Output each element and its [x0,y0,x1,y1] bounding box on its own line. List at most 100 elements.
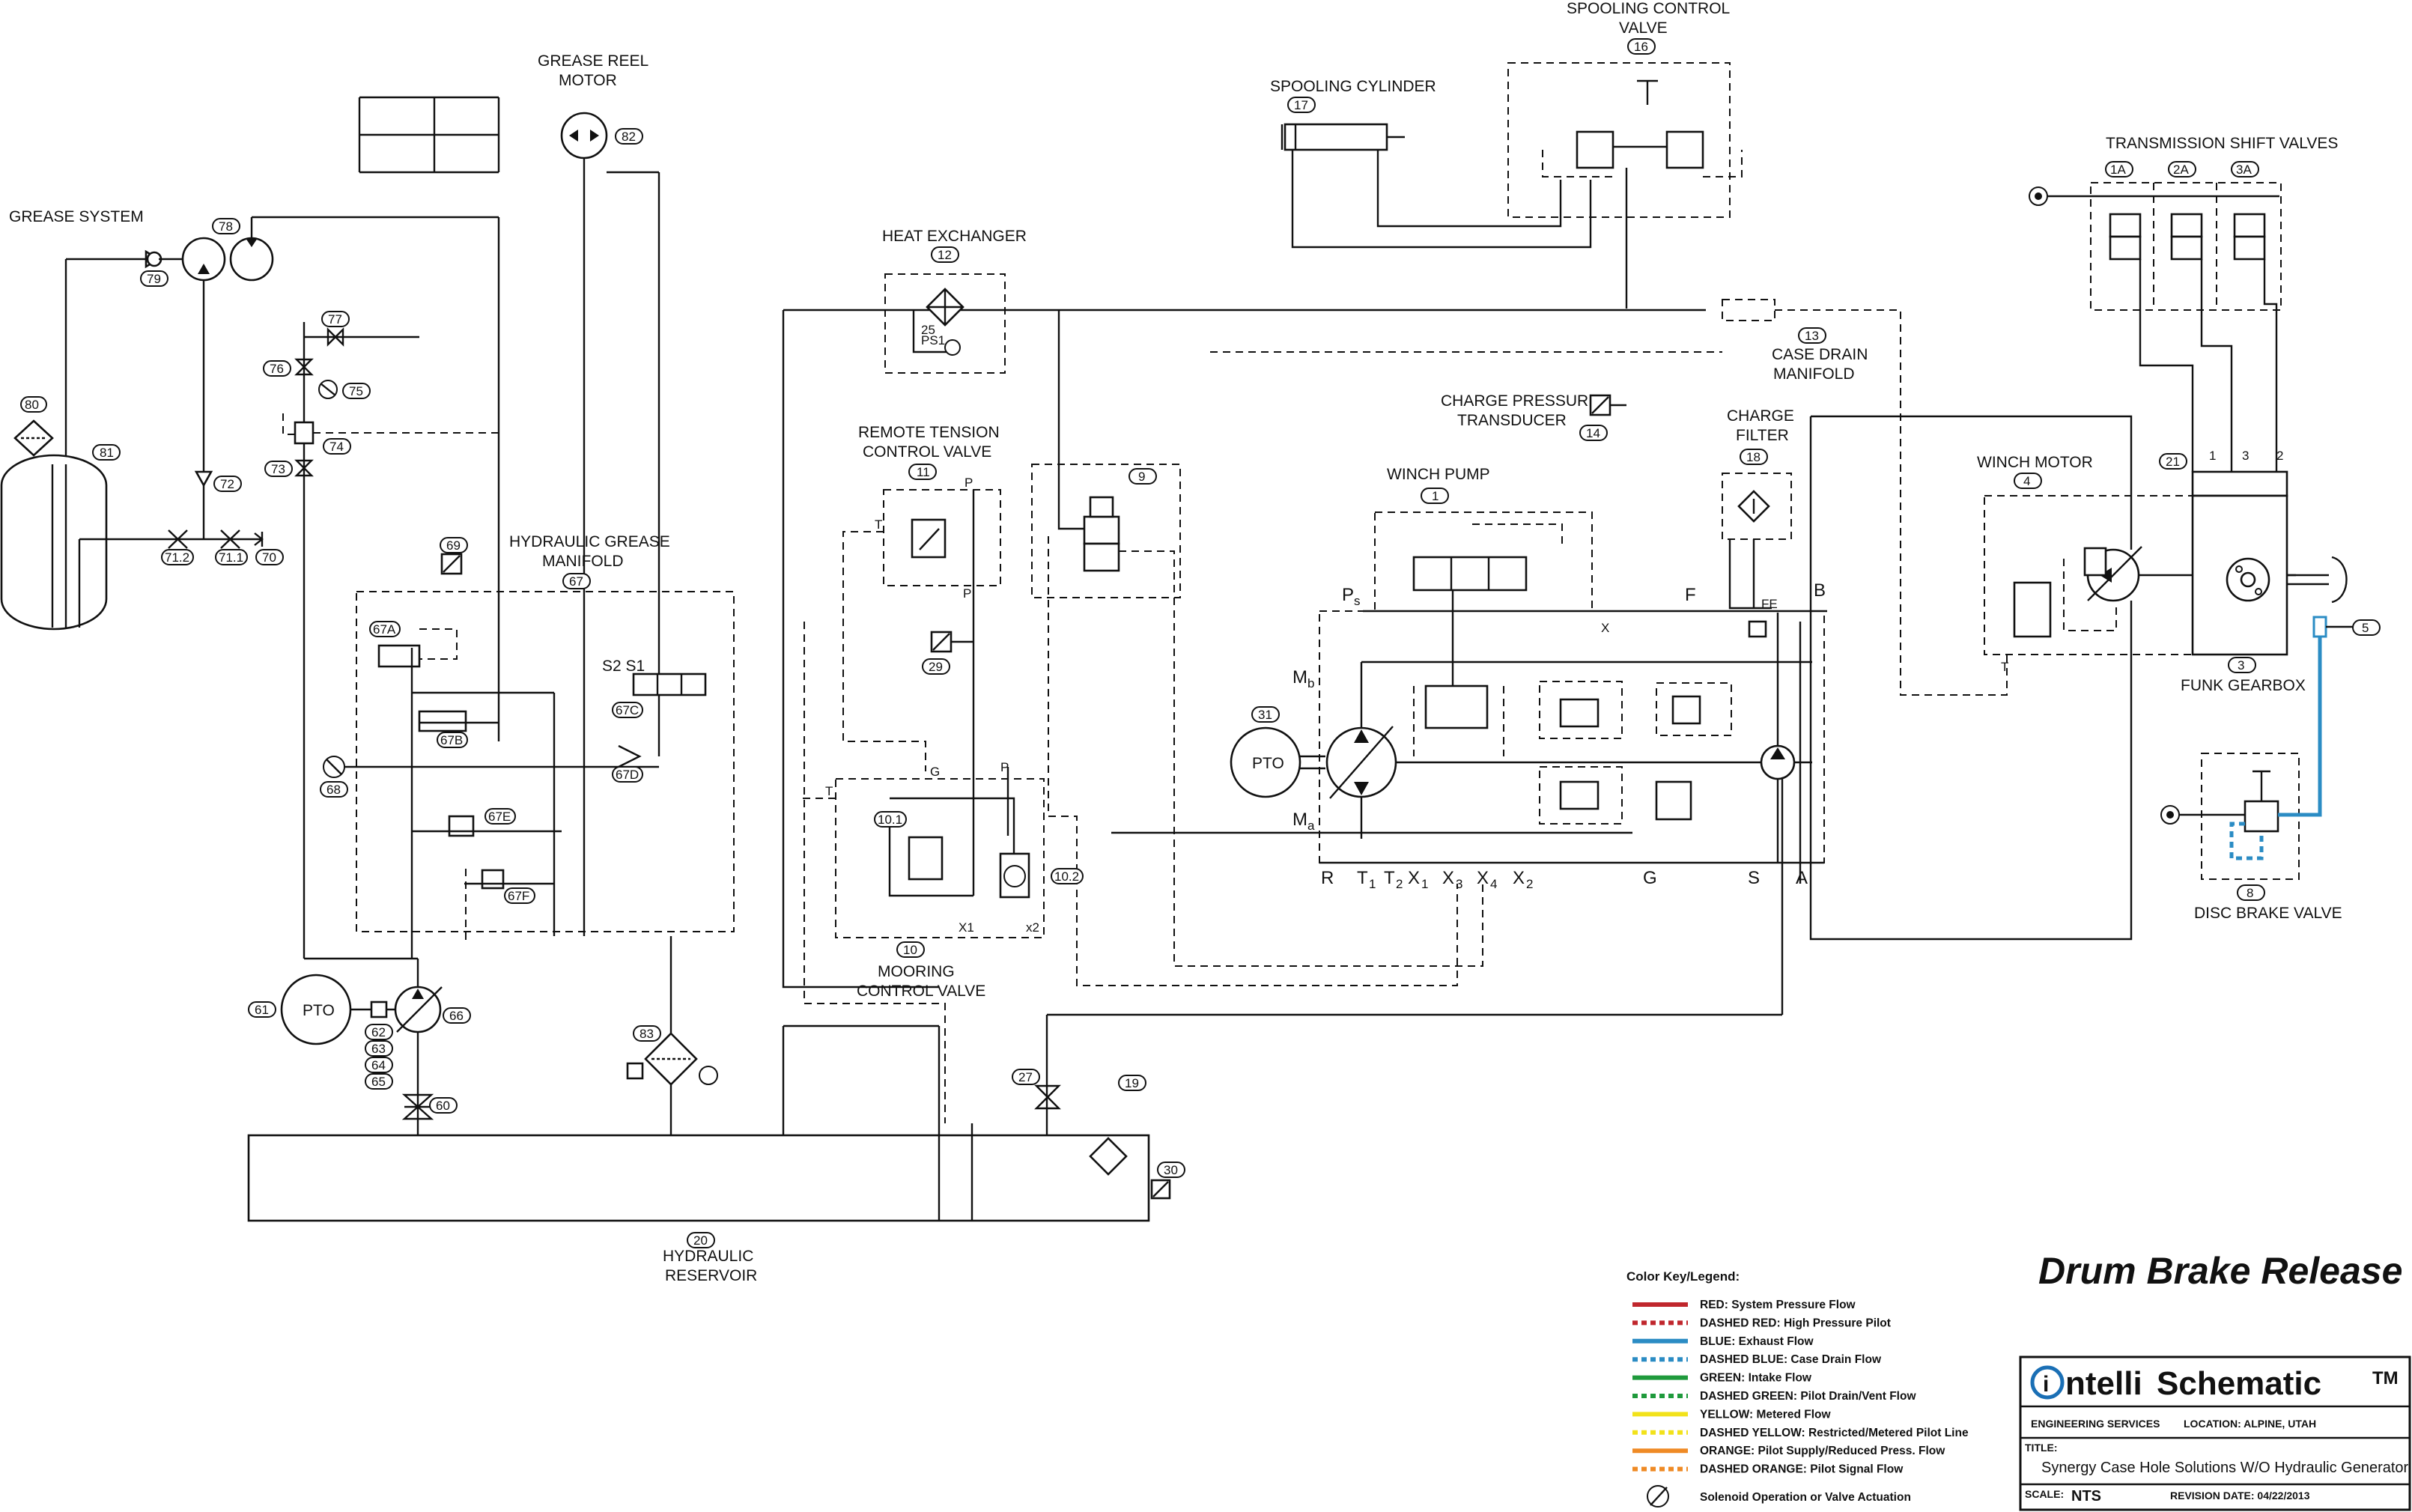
svg-text:13: 13 [1805,329,1819,343]
svg-text:30: 30 [1164,1163,1178,1177]
svg-text:WINCH PUMP: WINCH PUMP [1387,466,1490,483]
svg-text:T: T [1357,868,1368,888]
svg-text:X: X [1408,868,1420,888]
legend-item-text: DASHED BLUE: Case Drain Flow [1700,1353,1882,1366]
svg-text:MANIFOLD: MANIFOLD [1773,365,1855,383]
legend-solenoid-text: Solenoid Operation or Valve Actuation [1700,1491,1911,1504]
brake-5 [2312,616,2327,638]
svg-text:79: 79 [147,272,161,286]
legend-item-text: DASHED ORANGE: Pilot Signal Flow [1700,1463,1904,1476]
svg-text:73: 73 [271,462,285,476]
engineering-services: ENGINEERING SERVICES [2031,1418,2160,1430]
winch-pump-valve-1 [1412,556,1528,592]
remote-tension-control-valve: REMOTE TENSION CONTROL VALVE [842,424,1001,896]
brand-logo-icon [2030,1365,2065,1400]
revision-date: REVISION DATE: 04/22/2013 [2170,1490,2310,1502]
svg-text:FILTER: FILTER [1736,427,1789,444]
svg-text:75: 75 [349,384,363,398]
svg-text:1: 1 [1421,877,1428,891]
svg-text:65: 65 [371,1075,386,1089]
svg-text:3A: 3A [2236,163,2252,177]
svg-text:81: 81 [100,446,114,460]
svg-text:G: G [930,765,940,779]
scale-value: NTS [2071,1488,2101,1505]
spooling-control-valve: SPOOLING CONTROL VALVE [1507,0,1743,309]
heat-exchanger: HEAT EXCHANGER 25 PS1 [882,228,1027,374]
tag-balloons: 80 81 79 78 77 76 75 74 73 72 71.2 71.1 … [20,38,2381,1248]
svg-text:27: 27 [1018,1070,1033,1084]
svg-text:HYDRAULIC: HYDRAULIC [663,1248,753,1265]
svg-text:63: 63 [371,1042,386,1056]
svg-text:77: 77 [328,312,342,327]
svg-text:A: A [1796,868,1808,888]
svg-text:82: 82 [622,130,636,144]
svg-text:P: P [1000,760,1009,774]
svg-text:VALVE: VALVE [1619,19,1668,37]
legend-item-text: GREEN: Intake Flow [1700,1372,1812,1385]
grease-system-label: GREASE SYSTEM [9,208,144,225]
svg-text:71.2: 71.2 [165,550,189,565]
charge-filter: CHARGE FILTER [1722,407,1794,610]
reservoir-20 [247,1134,1150,1222]
svg-text:21: 21 [2166,455,2180,469]
svg-text:1: 1 [2209,449,2216,463]
svg-text:5: 5 [2362,621,2369,635]
svg-text:8: 8 [2247,886,2253,900]
svg-text:71.1: 71.1 [219,550,243,565]
transmission-shift-valves: TRANSMISSION SHIFT VALVES 1 3 2 [2029,135,2338,472]
svg-text:CONTROL VALVE: CONTROL VALVE [857,983,985,1000]
legend-item-text: DASHED GREEN: Pilot Drain/Vent Flow [1700,1390,1916,1403]
svg-text:MOTOR: MOTOR [559,72,617,89]
svg-text:X1: X1 [959,920,974,935]
svg-text:64: 64 [371,1058,386,1072]
svg-text:3: 3 [2242,449,2249,463]
svg-text:11: 11 [917,465,930,479]
svg-text:TRANSDUCER: TRANSDUCER [1457,412,1567,429]
svg-text:67E: 67E [488,810,511,824]
brake-valve-8 [2244,800,2279,833]
svg-text:PTO: PTO [1252,755,1284,772]
svg-text:17: 17 [1294,98,1308,112]
winch-pump: WINCH PUMP [1363,466,1827,711]
svg-text:74: 74 [329,440,344,454]
relief-valve-10-1 [908,836,944,881]
svg-text:67: 67 [569,574,583,589]
svg-text:68: 68 [326,783,341,797]
svg-text:18: 18 [1746,450,1761,464]
svg-text:16: 16 [1634,40,1648,54]
svg-text:P: P [1342,585,1354,605]
svg-text:HEAT EXCHANGER: HEAT EXCHANGER [882,228,1027,245]
relief-valve-11 [911,518,947,559]
legend-title: Color Key/Legend: [1626,1269,1740,1284]
svg-text:DISC BRAKE VALVE: DISC BRAKE VALVE [2194,905,2342,922]
color-legend: Color Key/Legend: RED: System Pressure F… [1626,1269,1969,1508]
svg-text:67D: 67D [616,768,639,782]
svg-text:CASE DRAIN: CASE DRAIN [1772,346,1868,363]
svg-text:WINCH MOTOR: WINCH MOTOR [1977,454,2093,471]
svg-text:3: 3 [1456,877,1462,891]
svg-text:4: 4 [2023,474,2030,488]
svg-text:X: X [1513,868,1525,888]
title-block: i ntelli Schematic TM ENGINEERING SERVIC… [2019,1355,2411,1511]
svg-text:MOORING: MOORING [878,963,955,980]
grease-system: GREASE SYSTEM [0,208,500,959]
svg-text:67A: 67A [373,622,396,637]
svg-text:i: i [2043,1372,2049,1397]
svg-text:X: X [1601,621,1609,635]
svg-text:b: b [1307,676,1314,690]
svg-text:10.2: 10.2 [1054,869,1079,884]
legend-item-text: ORANGE: Pilot Supply/Reduced Press. Flow [1700,1445,1945,1457]
title-label: TITLE: [2025,1442,2058,1454]
svg-text:SPOOLING CONTROL: SPOOLING CONTROL [1567,0,1730,17]
spooling-cylinder: SPOOLING CYLINDER [1270,78,1592,249]
svg-text:61: 61 [255,1003,269,1017]
svg-text:PTO: PTO [303,1002,335,1019]
svg-text:19: 19 [1125,1076,1139,1090]
hydraulic-reservoir: HYDRAULIC RESERVOIR [247,756,1784,1284]
svg-text:66: 66 [449,1009,464,1023]
hydraulic-grease-manifold: HYDRAULIC GREASE MANIFOLD [341,533,735,959]
svg-text:R: R [1321,868,1334,888]
pump-ports: R T 1 T 2 X 1 X 3 X 4 X 2 G S A P s F B … [825,476,2008,935]
svg-text:GREASE REEL: GREASE REEL [538,52,648,70]
svg-text:3: 3 [2238,658,2244,672]
